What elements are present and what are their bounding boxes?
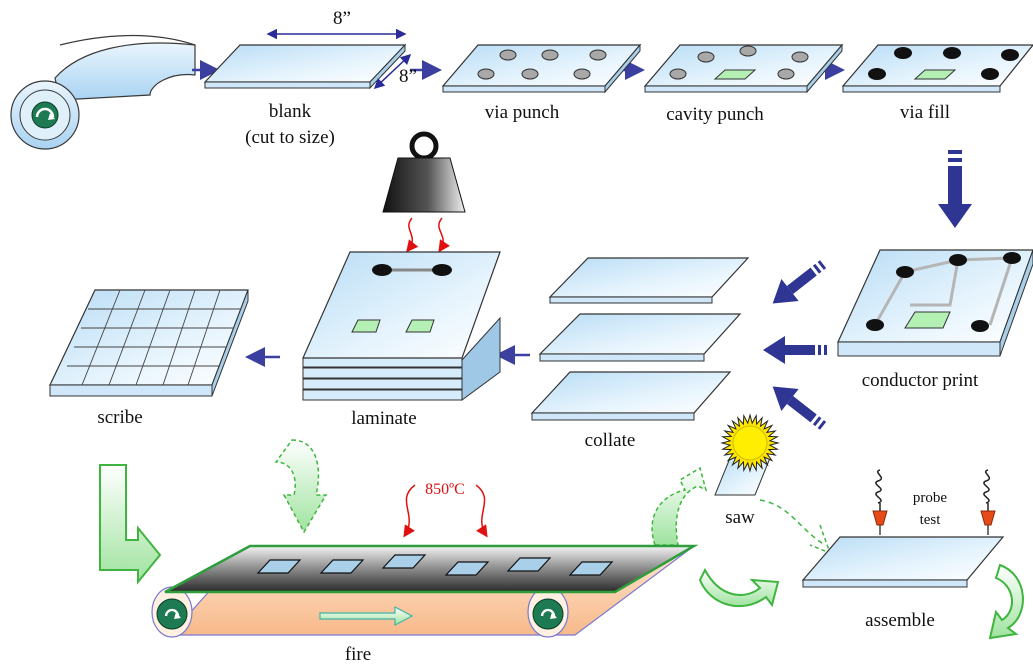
assemble-sheet (801, 536, 1005, 588)
green-curved-arrow-assemble (988, 563, 1024, 640)
label-laminate: laminate (351, 408, 416, 429)
label-probe-test: test (920, 512, 942, 528)
green-arrow-down-right (99, 464, 162, 585)
label-via-fill: via fill (900, 102, 950, 123)
saw-blade (714, 413, 780, 496)
green-curved-arrow-down (274, 439, 328, 534)
collate-sheets (530, 257, 750, 421)
laminate-stack (302, 251, 501, 401)
via-punch-sheet (441, 43, 642, 94)
probe-right (980, 469, 996, 535)
label-cavity-punch: cavity punch (666, 104, 764, 125)
press-weight (382, 131, 466, 213)
label-saw: saw (725, 507, 755, 528)
label-blank-note: (cut to size) (245, 127, 335, 148)
label-assemble: assemble (865, 610, 935, 631)
width-dimension: 8” (333, 8, 351, 29)
green-curved-arrow-right (698, 567, 780, 608)
label-fire: fire (345, 644, 371, 665)
via-fill-sheet (841, 44, 1033, 93)
cavity-punch-sheet (643, 43, 844, 94)
conductor-print-sheet (837, 249, 1033, 357)
scribe-sheet (49, 289, 249, 397)
pressure-arrow (438, 217, 450, 253)
depth-dimension-line (373, 53, 412, 90)
heat-arrow (475, 484, 488, 538)
tape-roll (10, 34, 196, 150)
label-probe: probe (913, 490, 947, 506)
firing-belt (151, 544, 699, 638)
dashed-green-arrowhead (809, 524, 832, 555)
label-blank: blank (269, 101, 312, 122)
heat-arrow (403, 484, 416, 538)
dashed-green-arrow (759, 499, 826, 546)
label-conductor-print: conductor print (862, 370, 979, 391)
big-arrow-down (938, 150, 972, 228)
label-scribe: scribe (97, 407, 142, 428)
pressure-arrow (406, 217, 419, 253)
green-curved-arrow-up (651, 466, 708, 546)
label-via-punch: via punch (485, 102, 560, 123)
firing-temperature: 850ºC (425, 481, 465, 498)
label-collate: collate (585, 430, 636, 451)
probe-left (872, 469, 888, 535)
collate-arrows (763, 260, 827, 430)
blank-sheet (203, 43, 407, 90)
depth-dimension: 8” (399, 66, 417, 87)
